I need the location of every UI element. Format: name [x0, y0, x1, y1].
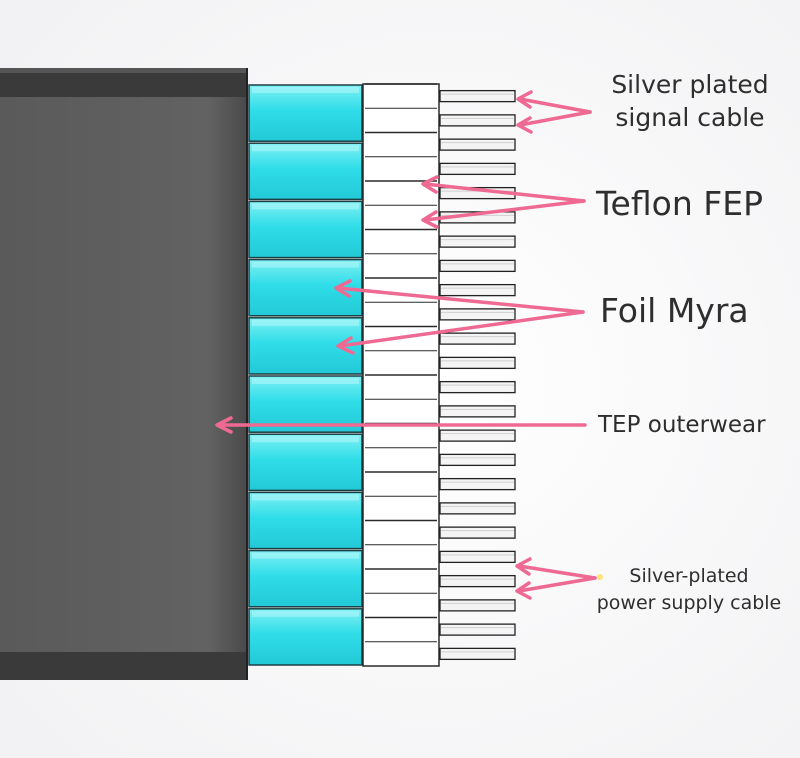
foil-shield-segment [248, 375, 363, 433]
label-tep-outerwear: TEP outerwear [598, 412, 766, 438]
arrow-signal-1 [518, 97, 592, 114]
arrow-tep-head [215, 416, 233, 434]
foil-shield-segment [248, 142, 363, 201]
arrow-foil-1 [336, 286, 585, 314]
foil-shield-segment [248, 491, 363, 550]
foil-shield-highlight [252, 87, 359, 93]
foil-shield-highlight [252, 261, 359, 268]
foil-shield-highlight [252, 610, 359, 617]
arrow-foil-1-head [334, 279, 352, 298]
foil-shield-highlight [252, 494, 359, 501]
arrow-foil-2-head [336, 336, 355, 355]
foil-shield-highlight [252, 145, 359, 152]
arrow-signal-2 [518, 110, 592, 127]
conductor-wire [439, 647, 516, 661]
conductor-wire [439, 502, 516, 515]
foil-shield-segment [248, 608, 363, 666]
jacket-body [0, 97, 246, 653]
label-signal-line2: signal cable [615, 103, 765, 132]
conductor-wire [439, 114, 516, 127]
jacket-bottom-band [0, 652, 248, 680]
label-signal-line1: Silver plated [611, 70, 769, 99]
spark-dot [597, 574, 603, 580]
teflon-fep-insulation [362, 83, 440, 667]
conductor-wire [439, 235, 516, 248]
foil-shield-highlight [252, 436, 359, 443]
label-silver-plated-signal-cable: Silver plated signal cable [590, 68, 790, 134]
foil-shield-highlight [252, 552, 359, 559]
label-power-line2: power supply cable [596, 592, 782, 614]
conductor-wire [439, 380, 516, 394]
label-silver-plated-power-supply-cable: Silver-plated power supply cable [582, 563, 796, 617]
conductor-wire [439, 332, 516, 345]
conductor-wire [439, 89, 516, 103]
conductor-wire [439, 429, 516, 442]
foil-shield-highlight [252, 378, 359, 384]
tep-outer-jacket [0, 68, 248, 680]
foil-shield-segment [248, 200, 363, 259]
arrow-signal-1-head [516, 90, 533, 109]
arrow-power-2 [517, 576, 597, 593]
arrow-signal-2-head [516, 116, 533, 134]
conductor-wire [439, 405, 516, 418]
arrow-power-1 [517, 564, 597, 580]
label-teflon-fep: Teflon FEP [596, 184, 763, 223]
conductor-wire [439, 259, 516, 273]
arrow-foil-2 [338, 310, 585, 348]
conductor-wire [439, 162, 516, 176]
conductor-wire [439, 526, 516, 539]
arrow-fep-2-head [421, 210, 439, 229]
jacket-top-highlight [0, 68, 248, 73]
foil-shield-segment [248, 84, 363, 142]
silver-plated-conductors [439, 89, 516, 661]
conductor-wire [439, 477, 516, 491]
arrow-power-2-head [515, 581, 532, 600]
arrow-fep-1-head [421, 175, 439, 194]
label-power-line1: Silver-plated [629, 565, 749, 587]
foil-myra-shields [248, 84, 363, 666]
foil-shield-segment [248, 549, 363, 608]
foil-shield-segment [248, 433, 363, 492]
conductor-wire [439, 283, 516, 297]
foil-shield-highlight [252, 203, 359, 210]
label-foil-myra: Foil Myra [600, 291, 749, 330]
callout-arrows [215, 90, 597, 600]
foil-shield-highlight [252, 319, 359, 326]
arrow-fep-1 [423, 182, 586, 203]
conductor-wire [439, 623, 516, 636]
conductor-wire [439, 574, 516, 588]
conductor-wire [439, 599, 516, 612]
conductor-wire [439, 356, 516, 370]
arrow-power-1-head [515, 557, 532, 576]
conductor-wire [439, 138, 516, 151]
conductor-wire [439, 550, 516, 564]
conductor-wire [439, 308, 516, 321]
arrow-fep-2 [423, 199, 586, 222]
conductor-wire [439, 453, 516, 467]
